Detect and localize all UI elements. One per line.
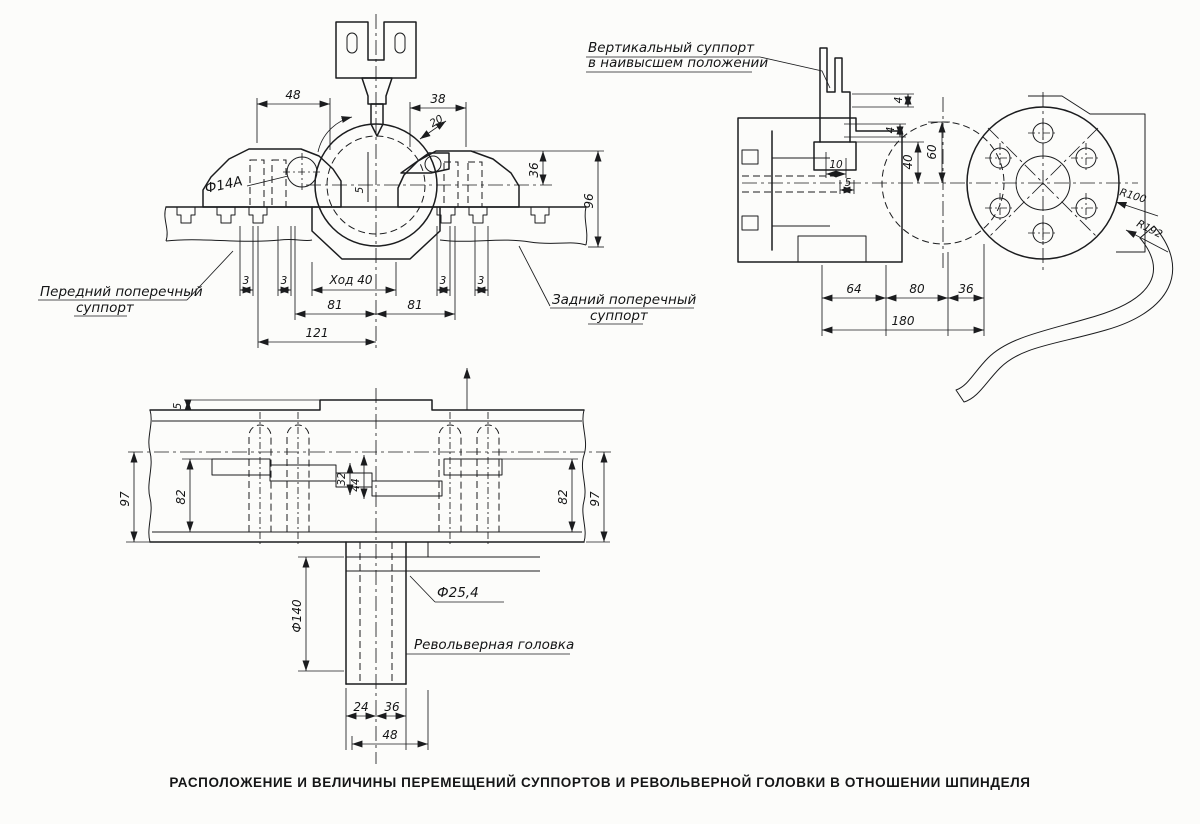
dim-82-right: 82 (556, 489, 570, 504)
label-front-support-line2: суппорт (76, 300, 135, 316)
dim-96: 96 (582, 193, 596, 209)
plan-body (148, 399, 587, 543)
tool-holder (335, 21, 417, 137)
dim-3b: 3 (281, 275, 288, 287)
plan-view-dims: 5 97 82 32 44 82 97 (118, 399, 610, 543)
dim-24: 24 (353, 700, 368, 714)
label-dia-25-4: Ф25,4 (437, 585, 479, 601)
dim-5: 5 (845, 177, 852, 189)
label-travel-40: Ход 40 (329, 273, 373, 287)
label-vertical-support-line2: в наивысшем положении (588, 55, 768, 71)
dim-64: 64 (846, 282, 861, 296)
dim-180: 180 (892, 314, 915, 328)
drawing-caption: РАСПОЛОЖЕНИЕ И ВЕЛИЧИНЫ ПЕРЕМЕЩЕНИЙ СУПП… (169, 775, 1030, 790)
side-view-bottom-dims: 64 80 36 180 (821, 244, 985, 336)
dim-3c: 3 (440, 275, 447, 287)
dim-81-right: 81 (407, 298, 422, 312)
vertical-slide (813, 47, 857, 171)
dim-48-plan: 48 (382, 728, 398, 742)
dim-60: 60 (925, 144, 939, 160)
dim-r100: R100 (1118, 186, 1148, 206)
dim-36: 36 (527, 162, 541, 178)
dim-offset-5: 5 (354, 186, 366, 193)
dim-3a: 3 (243, 275, 250, 287)
slide-blocks (211, 458, 503, 497)
label-rear-support: Задний поперечный суппорт (518, 245, 696, 325)
turret-column (345, 541, 540, 685)
turret-disc (966, 106, 1120, 260)
label-rear-support-line2: суппорт (590, 308, 649, 324)
side-view-small-dims: 4 4 10 5 (825, 93, 914, 194)
dim-97-left: 97 (118, 491, 132, 507)
dim-4b: 4 (885, 127, 897, 134)
spindle-circle (314, 123, 438, 247)
dim-48: 48 (285, 88, 301, 102)
radius-template-band (955, 225, 1174, 403)
dim-97-right: 97 (588, 491, 602, 507)
label-hole-dia: Ф14А (204, 173, 245, 197)
dim-20: 20 (428, 113, 446, 130)
label-front-support: Передний поперечный суппорт (38, 250, 234, 317)
dim-82-left: 82 (174, 489, 188, 504)
dim-40: 40 (901, 154, 915, 170)
rear-cross-slide (397, 150, 520, 208)
front-view: 5 48 38 20 36 96 3 3 Хо (38, 14, 696, 350)
dim-r192: R192 (1134, 218, 1164, 241)
dim-32: 32 (336, 472, 348, 486)
dim-36-side: 36 (958, 282, 974, 296)
headstock (737, 117, 903, 263)
label-vertical-support: Вертикальный суппорт в наивысшем положен… (586, 40, 831, 89)
plan-view: 5 97 82 32 44 82 97 (118, 368, 614, 764)
front-view-dimensions: 48 38 20 36 96 3 3 Ход 40 (239, 88, 604, 348)
dim-121: 121 (306, 326, 329, 340)
dim-81-left: 81 (327, 298, 342, 312)
dim-36-plan: 36 (384, 700, 400, 714)
side-view: Вертикальный суппорт в наивысшем положен… (586, 40, 1174, 403)
dim-4a: 4 (893, 97, 905, 104)
plan-bottom-dims: 24 36 48 (345, 688, 429, 750)
label-vertical-support-line1: Вертикальный суппорт (588, 40, 755, 56)
dim-5-tab: 5 (172, 402, 184, 409)
turret-housing (1028, 95, 1146, 253)
label-front-support-line1: Передний поперечный (40, 284, 203, 300)
label-rear-support-line1: Задний поперечный (552, 292, 696, 308)
dim-10: 10 (829, 159, 843, 171)
dim-38: 38 (430, 92, 446, 106)
dim-80: 80 (909, 282, 925, 296)
rotation-arrow-icon (317, 116, 353, 153)
dim-44: 44 (350, 478, 362, 491)
dim-3d: 3 (478, 275, 485, 287)
dim-dia-140: Ф140 (290, 599, 304, 633)
label-turret-head: Револьверная головка (414, 637, 574, 653)
